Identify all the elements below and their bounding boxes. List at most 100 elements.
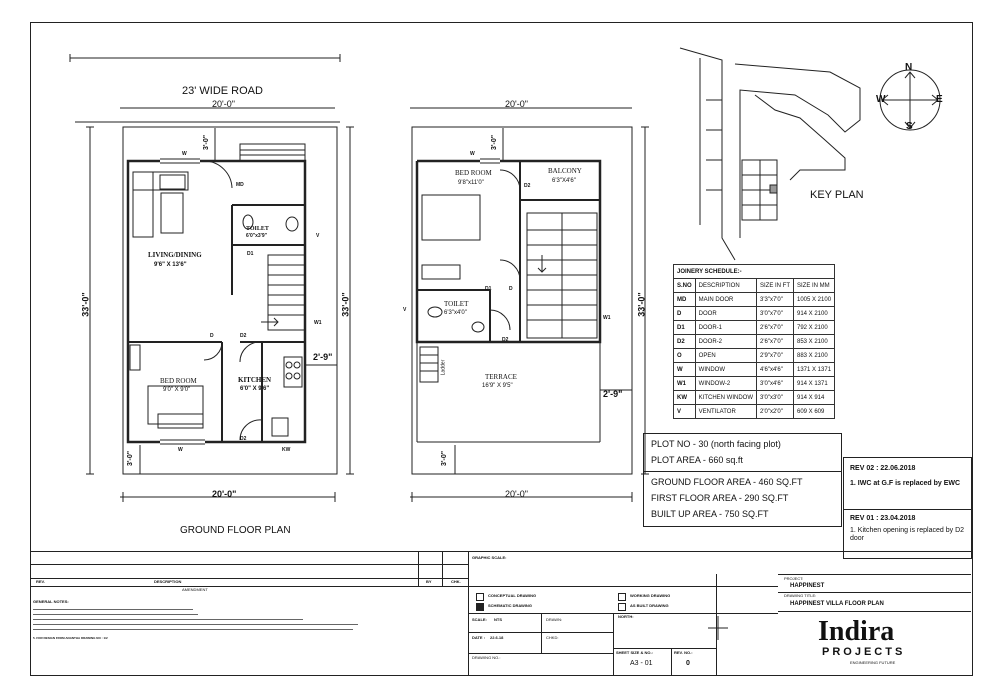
- chk-header: CHK.: [451, 579, 461, 584]
- plot-no: PLOT NO - 30 (north facing plot): [651, 439, 781, 449]
- amend-line: [30, 564, 468, 565]
- logo-name: Indira: [818, 616, 895, 647]
- built-up-area: BUILT UP AREA - 750 SQ.FT: [651, 509, 769, 519]
- date-label: DATE :: [472, 635, 486, 640]
- first-tag-d2: D2: [524, 183, 531, 189]
- amendment-area: REV. DESCRIPTION BY CHK. AMENDMENT GENER…: [30, 552, 469, 675]
- joinery-header: DESCRIPTION: [694, 278, 758, 293]
- first-tag-v: V: [403, 307, 407, 313]
- compass-s: S: [906, 121, 913, 132]
- description-header: DESCRIPTION: [154, 579, 182, 584]
- graphic-scale-label: GRAPHIC SCALE:: [472, 555, 507, 560]
- living-room-name: LIVING/DINING: [148, 251, 202, 259]
- project-area: PROJECT: HAPPINEST DRAWING TITLE: HAPPIN…: [778, 552, 971, 675]
- ground-toilet-name: TOILET: [246, 226, 269, 232]
- joinery-cell: V: [673, 404, 696, 419]
- working-label: WORKING DRAWING: [630, 593, 671, 598]
- compass-n: N: [905, 62, 913, 73]
- tag-w-bottom: W: [178, 447, 183, 453]
- first-right-depth: 33'-0": [636, 292, 647, 317]
- joinery-header: SIZE IN FT: [756, 278, 794, 293]
- tag-v: V: [316, 233, 320, 239]
- first-bed-size: 9'8"x11'0": [458, 180, 484, 186]
- scale-value: NTS: [494, 617, 502, 622]
- joinery-cell: MAIN DOOR: [694, 292, 758, 307]
- status-hline: [468, 586, 778, 587]
- rev-divider: [844, 509, 971, 510]
- joinery-title: JOINERY SCHEDULE:-: [672, 264, 836, 279]
- joinery-cell: 792 X 2100: [792, 320, 836, 335]
- plot-divider: [644, 471, 841, 472]
- first-tag-d1: D1: [485, 286, 492, 292]
- rev1-title: REV 01 : 23.04.2018: [850, 515, 916, 522]
- status-box: [476, 593, 484, 601]
- amendment-header: AMENDMENT: [182, 587, 208, 592]
- status-box: [618, 603, 626, 611]
- balcony-size: 6'3"X4'6": [552, 178, 576, 184]
- ground-floor-area: GROUND FLOOR AREA - 460 SQ.FT: [651, 477, 803, 487]
- compass-e: E: [936, 94, 943, 105]
- revisions-box: REV 02 : 22.06.2018 1. IWC at G.F is rep…: [843, 457, 972, 559]
- rev-no-label: REV. NO.:: [674, 650, 693, 655]
- logo-sub: PROJECTS: [822, 646, 906, 658]
- road-label: 23' WIDE ROAD: [182, 85, 263, 97]
- joinery-cell: 3'3"x7'0": [756, 292, 794, 307]
- tag-d2-bottom: D2: [240, 436, 247, 442]
- joinery-header: SIZE IN MM: [792, 278, 836, 293]
- drawing-title-value: HAPPINEST VILLA FLOOR PLAN: [790, 601, 884, 607]
- joinery-cell: WINDOW-2: [694, 376, 758, 391]
- joinery-cell: DOOR-1: [694, 320, 758, 335]
- tag-d1: D1: [247, 251, 254, 257]
- ground-bed-size: 9'0" X 9'0": [163, 387, 191, 393]
- rev1-note: 1. Kitchen opening is replaced by D2 doo…: [850, 527, 965, 543]
- first-bed-name: BED ROOM: [455, 169, 492, 177]
- ground-setback-bottom: 3'-0": [127, 450, 135, 467]
- scale-label: SCALE:: [472, 617, 487, 622]
- ground-top-width: 20'-0": [212, 99, 235, 109]
- status-vline: [671, 648, 672, 675]
- first-bottom-width: 20'-0": [505, 489, 528, 499]
- balcony-name: BALCONY: [548, 167, 582, 175]
- rev-no-value: 0: [686, 660, 690, 667]
- joinery-cell: 609 X 609: [792, 404, 836, 419]
- joinery-cell: DOOR-2: [694, 334, 758, 349]
- status-hline: [468, 653, 613, 654]
- ground-side-offset: 2'-9": [313, 352, 333, 362]
- ground-right-depth: 33'-0": [340, 292, 351, 317]
- tag-kw: KW: [282, 447, 291, 453]
- joinery-cell: 3'0"x4'6": [756, 376, 794, 391]
- joinery-cell: KW: [673, 390, 696, 405]
- project-label: PROJECT:: [784, 576, 804, 581]
- chkd-label: CHKD:: [546, 635, 559, 640]
- first-setback-top: 3'-0": [491, 134, 499, 151]
- first-tag-w1: W1: [603, 315, 611, 321]
- first-tag-d: D: [509, 286, 513, 292]
- joinery-cell: OPEN: [694, 348, 758, 363]
- project-hline: [778, 592, 971, 593]
- first-side-offset: 2'-9": [603, 389, 623, 399]
- amend-line: [30, 578, 468, 579]
- drawing-no-label: DRAWING NO.:: [472, 655, 501, 660]
- key-plan-title: KEY PLAN: [810, 189, 864, 201]
- joinery-cell: D: [673, 306, 696, 321]
- first-setback-bottom: 3'-0": [441, 450, 449, 467]
- first-floor-area: FIRST FLOOR AREA - 290 SQ.FT: [651, 493, 789, 503]
- plot-area: PLOT AREA - 660 sq.ft: [651, 455, 743, 465]
- notes-lines: [33, 608, 413, 634]
- tag-d2: D2: [240, 333, 247, 339]
- status-hline: [468, 632, 613, 633]
- first-top-width: 20'-0": [505, 99, 528, 109]
- sheet-value: A3 - 01: [630, 660, 653, 667]
- ground-bed-name: BED ROOM: [160, 377, 197, 385]
- joinery-cell: 914 X 1371: [792, 376, 836, 391]
- rev2-note: 1. IWC at G.F is replaced by EWC: [850, 480, 961, 487]
- joinery-cell: 3'0"x3'0": [756, 390, 794, 405]
- sheet-label: SHEET SIZE & NO.:: [616, 650, 653, 655]
